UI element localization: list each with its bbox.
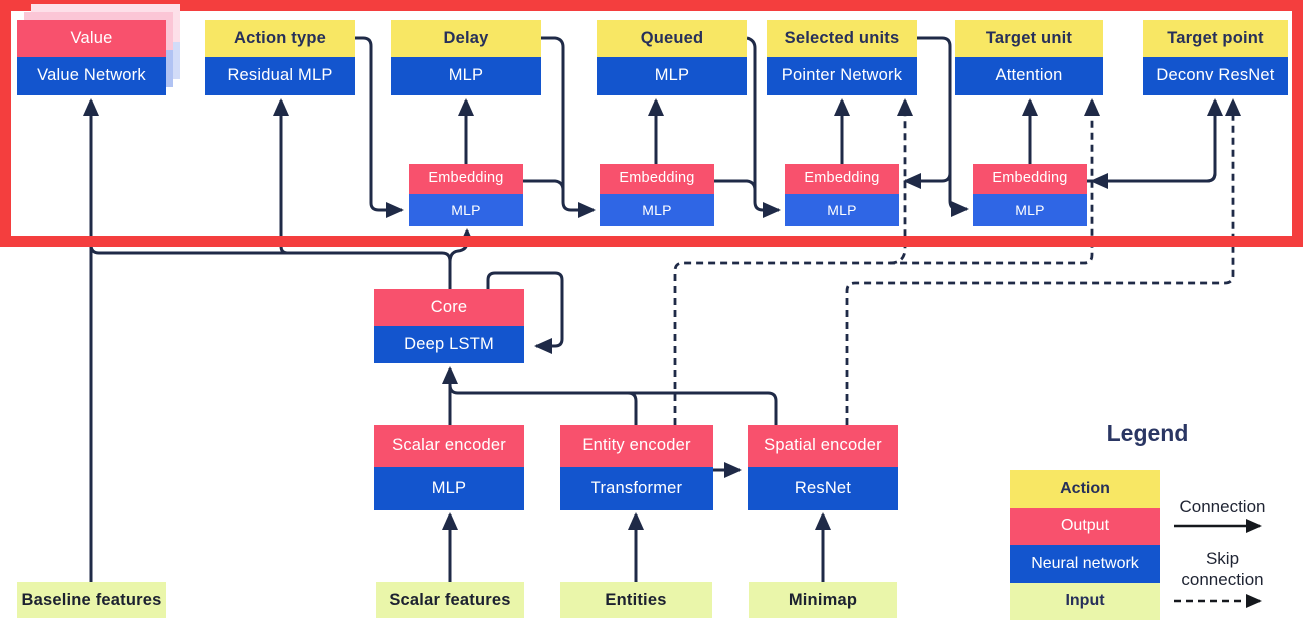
skip-spatial-to-deconv [845, 98, 1241, 425]
node-embedding-4: Embedding MLP [973, 164, 1087, 226]
node-embedding-1: Embedding MLP [409, 164, 523, 226]
wire-embedding2-to-embedding3 [714, 179, 757, 196]
node-embedding-2: Embedding MLP [600, 164, 714, 226]
wire-core-to-left [89, 244, 452, 289]
node-value: Value Value Network [17, 20, 166, 95]
node-selected-units-network-label: Pointer Network [767, 57, 917, 95]
node-embedding-2-label: Embedding [600, 164, 714, 194]
node-embedding-3-mlp-label: MLP [785, 194, 899, 226]
node-core: Core Deep LSTM [374, 289, 524, 363]
node-scalar-encoder: Scalar encoder MLP [374, 425, 524, 510]
node-target-point-network-label: Deconv ResNet [1143, 57, 1288, 95]
node-spatial-encoder-network-label: ResNet [748, 467, 898, 510]
node-embedding-3: Embedding MLP [785, 164, 899, 226]
node-delay: Delay MLP [391, 20, 541, 95]
legend-connection-label: Connection [1179, 497, 1266, 516]
legend-item-action: Action [1010, 470, 1160, 508]
wire-core-self-loop [486, 271, 564, 354]
node-spatial-encoder-label: Spatial encoder [748, 425, 898, 467]
wire-actiontype-to-embedding1 [355, 36, 404, 218]
node-scalar-encoder-label: Scalar encoder [374, 425, 524, 467]
wire-queued-to-embedding3 [746, 36, 781, 218]
legend-card: Action Output Neural network Input [1010, 470, 1160, 620]
wire-core-to-actiontype [273, 98, 289, 255]
node-target-unit: Target unit Attention [955, 20, 1103, 95]
skip-entity-to-attention [673, 98, 1100, 425]
node-queued-network-label: MLP [597, 57, 747, 95]
node-queued-action-label: Queued [597, 20, 747, 57]
wire-delay-to-embedding2 [541, 36, 596, 218]
input-baseline-features: Baseline features [17, 582, 166, 618]
node-embedding-2-mlp-label: MLP [600, 194, 714, 226]
wire-selected-to-embedding4 [917, 36, 969, 217]
node-embedding-3-label: Embedding [785, 164, 899, 194]
wire-deconv-to-embedding4 [1090, 155, 1217, 189]
node-spatial-encoder: Spatial encoder ResNet [748, 425, 898, 510]
wire-spatial-to-core [448, 378, 778, 428]
node-target-point-action-label: Target point [1143, 20, 1288, 57]
node-action-type-action-label: Action type [205, 20, 355, 57]
node-selected-units-action-label: Selected units [767, 20, 917, 57]
wire-embedding4-to-deconv [1087, 98, 1223, 183]
node-target-point: Target point Deconv ResNet [1143, 20, 1288, 95]
wire-core-to-embedding1 [448, 228, 475, 263]
node-entity-encoder: Entity encoder Transformer [560, 425, 713, 510]
node-delay-action-label: Delay [391, 20, 541, 57]
node-value-output-label: Value [17, 20, 166, 57]
node-embedding-4-label: Embedding [973, 164, 1087, 194]
node-selected-units: Selected units Pointer Network [767, 20, 917, 95]
node-core-lstm-label: Deep LSTM [374, 326, 524, 363]
input-entities: Entities [560, 582, 712, 618]
node-embedding-4-mlp-label: MLP [973, 194, 1087, 226]
node-entity-encoder-label: Entity encoder [560, 425, 713, 467]
legend-item-output: Output [1010, 507, 1160, 545]
skip-entity-to-pointer [889, 98, 913, 265]
input-minimap: Minimap [749, 582, 897, 618]
wire-entity-to-core [618, 391, 638, 428]
node-value-network-label: Value Network [17, 57, 166, 95]
node-queued: Queued MLP [597, 20, 747, 95]
node-embedding-1-label: Embedding [409, 164, 523, 194]
wire-selected-back-to-embedding3 [903, 170, 952, 189]
input-scalar-features: Scalar features [376, 582, 524, 618]
node-action-type: Action type Residual MLP [205, 20, 355, 95]
legend-skip-connection-label: Skip connection [1181, 549, 1264, 590]
node-scalar-encoder-network-label: MLP [374, 467, 524, 510]
node-action-type-network-label: Residual MLP [205, 57, 355, 95]
legend-item-input: Input [1010, 582, 1160, 620]
legend-title: Legend [1106, 420, 1189, 446]
legend-item-neural-network: Neural network [1010, 545, 1160, 583]
node-delay-network-label: MLP [391, 57, 541, 95]
node-embedding-1-mlp-label: MLP [409, 194, 523, 226]
wire-embedding1-to-embedding2 [523, 179, 565, 196]
node-target-unit-action-label: Target unit [955, 20, 1103, 57]
node-entity-encoder-network-label: Transformer [560, 467, 713, 510]
node-target-unit-network-label: Attention [955, 57, 1103, 95]
node-core-label: Core [374, 289, 524, 326]
